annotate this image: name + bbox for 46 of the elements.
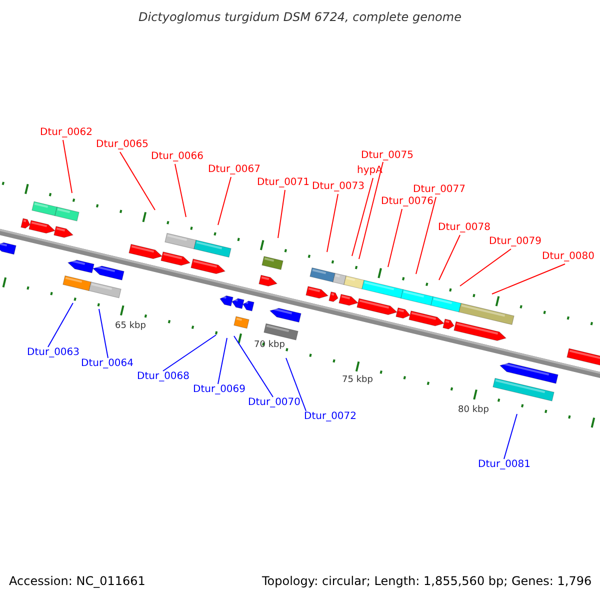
- gene-label: Dtur_0072: [304, 411, 357, 423]
- scale-label: 75 kbp: [342, 375, 373, 385]
- gene-label: Dtur_0071: [257, 177, 310, 189]
- leader-line: [162, 334, 216, 372]
- gene-label: Dtur_0066: [151, 151, 204, 163]
- gene-label: Dtur_0078: [438, 222, 491, 234]
- accession-text: Accession: NC_011661: [9, 574, 146, 588]
- gene-label: Dtur_0065: [96, 139, 149, 151]
- leader-line: [326, 194, 338, 252]
- gene-label: Dtur_0063: [27, 347, 80, 359]
- genome-info-text: Topology: circular; Length: 1,855,560 bp; Genes: 1,796: [262, 574, 592, 588]
- gene-label: Dtur_0068: [137, 371, 190, 383]
- gene-label: Dtur_0077: [413, 184, 466, 196]
- leader-line: [416, 196, 436, 274]
- gene-label: Dtur_0062: [40, 127, 93, 139]
- gene-label: Dtur_0067: [208, 164, 261, 176]
- gene-label: Dtur_0076: [381, 196, 434, 208]
- gene-label: Dtur_0069: [193, 384, 246, 396]
- leader-line: [174, 164, 186, 218]
- gene-label: Dtur_0073: [312, 181, 365, 193]
- gene-label: Dtur_0081: [478, 459, 531, 471]
- gene-label: Dtur_0070: [248, 397, 301, 409]
- leader-line: [286, 358, 306, 412]
- leader-line: [98, 308, 108, 358]
- leader-line: [48, 302, 74, 348]
- gene-label: Dtur_0079: [489, 236, 542, 248]
- leader-line: [62, 140, 72, 194]
- leader-line: [218, 176, 232, 226]
- gene-label: Dtur_0064: [81, 358, 134, 370]
- gene-label: Dtur_0080: [542, 251, 595, 263]
- scale-label: 65 kbp: [115, 321, 146, 331]
- leader-line: [388, 208, 402, 268]
- leader-line: [120, 152, 156, 210]
- diagram-title: Dictyoglomus turgidum DSM 6724, complete genome: [138, 10, 462, 24]
- leader-line: [504, 414, 518, 460]
- leader-line: [492, 264, 566, 294]
- gene-label: Dtur_0075: [361, 150, 414, 162]
- leader-line: [358, 162, 384, 260]
- leader-line: [460, 248, 512, 286]
- leader-line: [234, 336, 274, 398]
- scale-label: 80 kbp: [458, 405, 489, 415]
- leader-line: [438, 234, 460, 280]
- leader-line: [218, 338, 228, 384]
- scale-label: 70 kbp: [254, 340, 285, 350]
- leader-line: [352, 178, 374, 256]
- leader-line: [278, 190, 286, 238]
